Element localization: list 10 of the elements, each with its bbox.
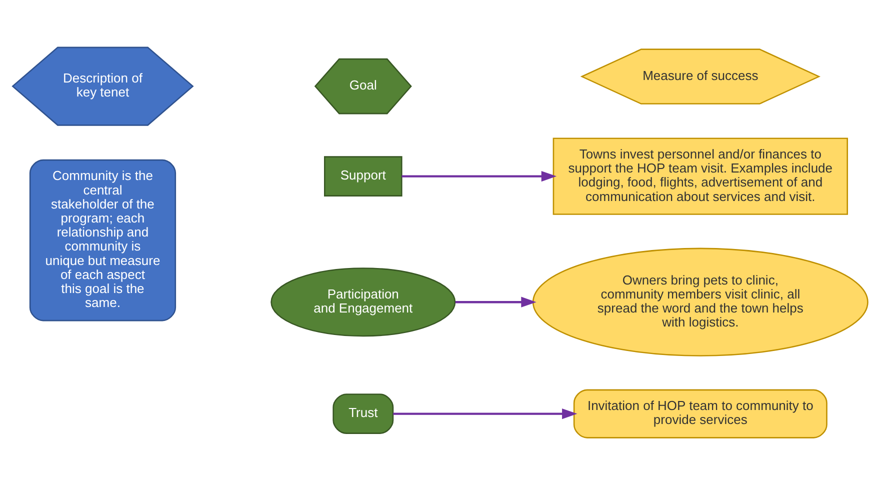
node-box: Support xyxy=(324,156,402,196)
node-box: Trust xyxy=(332,394,394,434)
node-box: Invitation of HOP team to community to provide services xyxy=(573,389,828,438)
arrow xyxy=(402,170,557,182)
node-ellipse: Owners bring pets to clinic, community members visit clinic, all spread the word and the town helps with logistics. xyxy=(532,248,868,356)
node-box: Towns invest personnel and/or finances to support the HOP team visit. Examples include lodging, food, flights, advertisement of and communication about services and visit. xyxy=(552,138,848,215)
node-box: Community is the central stakeholder of the program; each relationship and community is unique but measure of each aspect this goal is the same. xyxy=(29,159,176,322)
arrow xyxy=(393,408,578,420)
node-ellipse: Participation and Engagement xyxy=(270,268,456,337)
arrow xyxy=(455,296,536,308)
